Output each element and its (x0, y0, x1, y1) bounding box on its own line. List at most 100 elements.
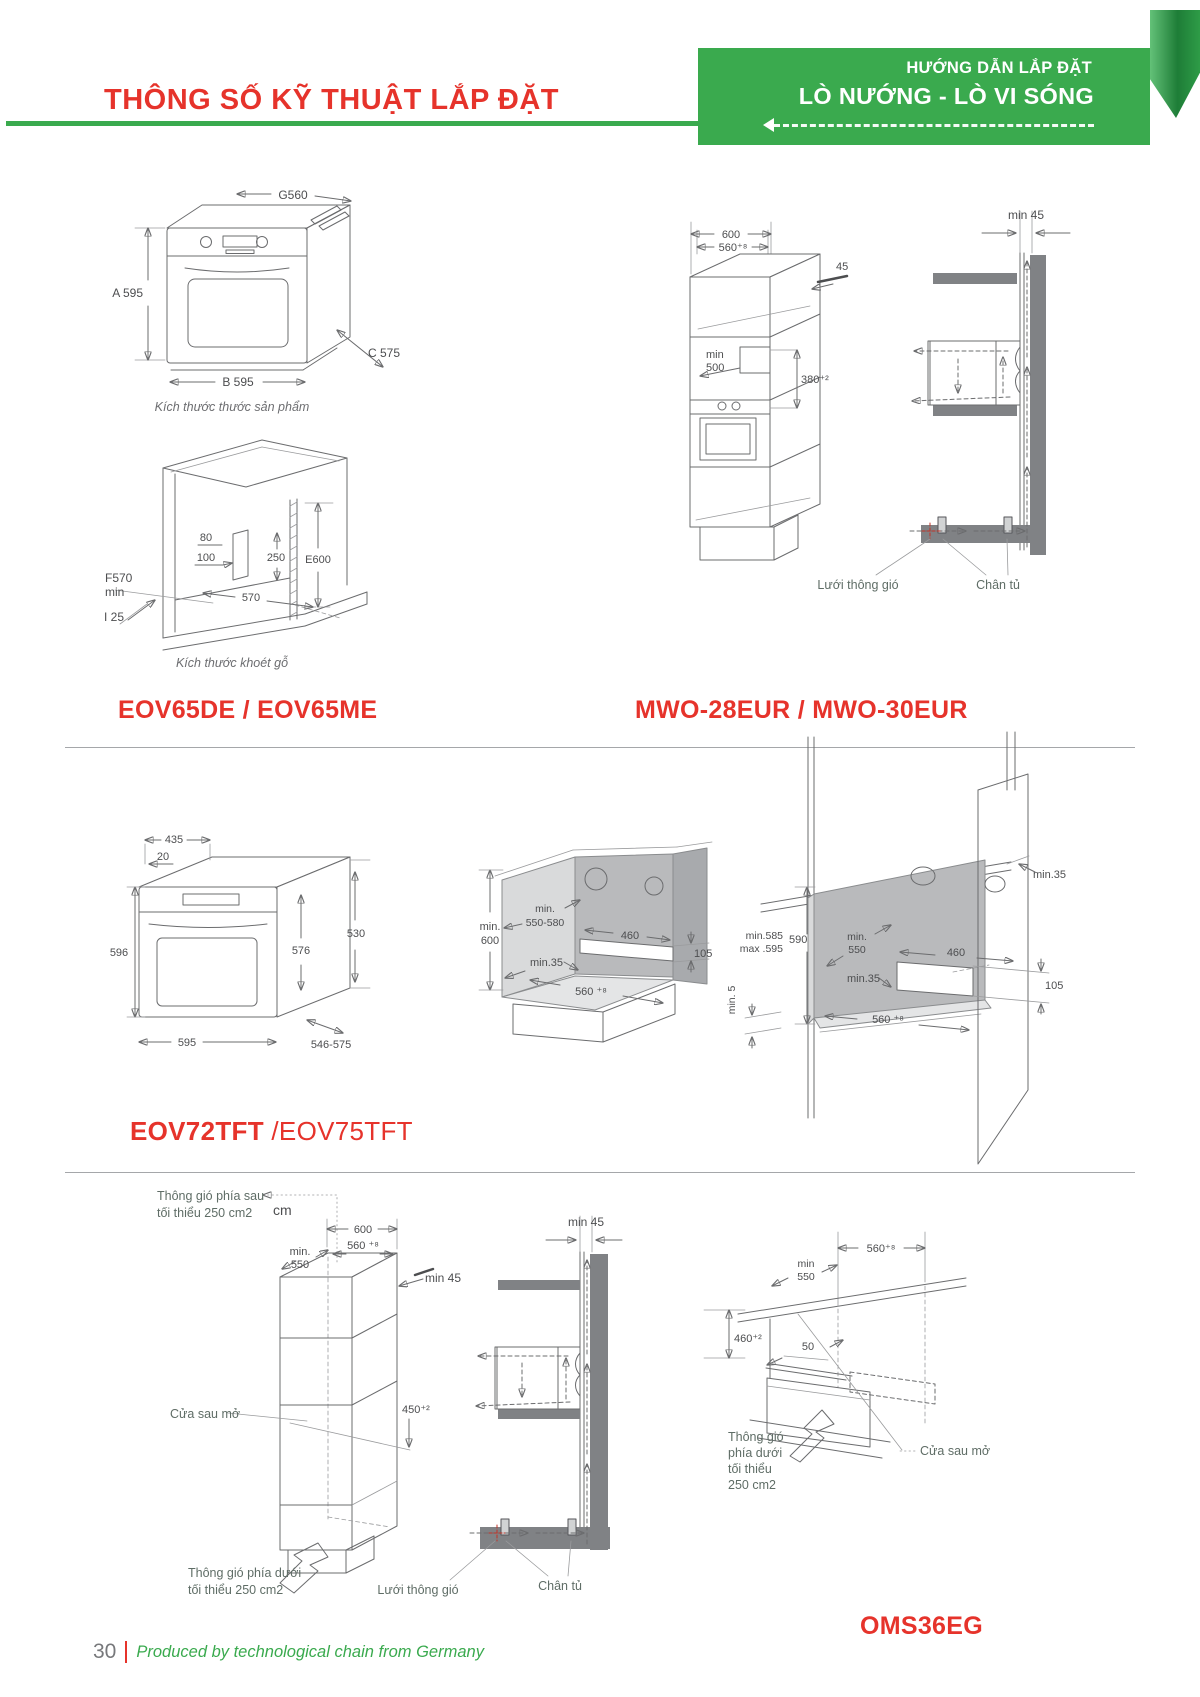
dim-min550-1: min. (290, 1246, 311, 1258)
niche1-dimensions (478, 870, 710, 1003)
dim-min500-2: 500 (706, 362, 724, 374)
label-vent-bottom-1: Thông gió phía dưới (188, 1566, 301, 1580)
badge-dashed-rule (763, 118, 1094, 132)
dim-560: 560 ⁺⁸ (347, 1240, 379, 1252)
footer-divider (125, 1641, 128, 1663)
dim-460: 460 (947, 947, 965, 959)
dim-min35: min.35 (530, 957, 563, 969)
dim-g560: G560 (278, 188, 308, 202)
section-divider-1 (65, 747, 1135, 748)
dim-600: 600 (722, 229, 740, 241)
dim-600: 600 (354, 1224, 372, 1236)
dim-e600: E600 (305, 554, 331, 566)
dim-f570-min: min (105, 585, 124, 599)
badge-category: LÒ NƯỚNG - LÒ VI SÓNG (798, 83, 1094, 109)
bottom-section-airflow (449, 1240, 623, 1581)
mwo-cabinet-diagram: 600 560⁺⁸ 45 min 500 380⁺² (689, 221, 849, 561)
dim-595: 595 (178, 1037, 196, 1049)
product-label-eov72: EOV72TFT /EOV75TFT (130, 1116, 413, 1147)
dim-546-575: 546-575 (311, 1039, 351, 1051)
dim-min35-top: min.35 (1033, 869, 1066, 881)
dim-min45: min 45 (425, 1271, 461, 1285)
header-badge: HƯỚNG DẪN LẮP ĐẶT LÒ NƯỚNG - LÒ VI SÓNG (698, 48, 1150, 145)
product-label-oms36eg: OMS36EG (860, 1612, 983, 1640)
section-divider-2 (65, 1172, 1135, 1173)
mwo-section-airflow (875, 233, 1071, 576)
page-title: THÔNG SỐ KỸ THUẬT LẮP ĐẶT (104, 84, 560, 116)
dim-b595: B 595 (222, 375, 254, 389)
dim-460: 460⁺² (734, 1333, 762, 1345)
mwo-section-walls (921, 210, 1046, 555)
label-cm: cm (273, 1202, 292, 1218)
eov72-niche1-diagram: min. 600 min. 550-580 min.35 460 105 560… (478, 841, 713, 1043)
oven-outline (166, 204, 351, 371)
dim-min45: min 45 (1008, 208, 1044, 222)
mwo-cabinet-dimensions (691, 234, 849, 408)
label-cabinet-feet: Chân tủ (976, 578, 1020, 592)
eov65-product-diagram: G560 A 595 B 595 C 575 (112, 188, 400, 389)
eov72-niche2-diagram: min.585 max .595 590 min. 550 min.35 460… (726, 731, 1066, 1165)
label-vent-3: tối thiểu (728, 1462, 772, 1476)
page-number: 30 (93, 1640, 117, 1663)
label-rear-door: Cửa sau mở (920, 1444, 990, 1458)
header-underline (6, 121, 698, 126)
label-vent-bottom-2: tối thiểu 250 cm2 (188, 1583, 283, 1597)
dim-380: 380⁺² (801, 374, 829, 386)
dim-min550-2: 550 (848, 944, 866, 956)
oms-cabinet-diagram: Thông gió phía sau tối thiểu 250 cm2 cm … (157, 1189, 461, 1597)
niche1-walls (494, 841, 713, 1043)
dim-a595: A 595 (112, 286, 143, 300)
dim-590: 590 (789, 934, 807, 946)
niche2-dimensions (744, 855, 1050, 1049)
dim-min5: min. 5 (726, 986, 738, 1015)
bottom-section-walls (480, 1215, 610, 1550)
dim-435: 435 (165, 834, 183, 846)
dim-105: 105 (1045, 980, 1063, 992)
mwo-cabinet-outline (689, 221, 821, 561)
page-curl-ribbon-icon (1150, 10, 1200, 118)
tall-cabinet-dimensions (227, 1195, 435, 1451)
label-vent-rear-1: Thông gió phía sau (157, 1189, 264, 1203)
page-footer: 30 Produced by technological chain from … (93, 1640, 484, 1664)
cutout-dimensions (114, 503, 334, 625)
dim-min600-1: min. (480, 921, 501, 933)
caption-product-size: Kích thước thước sản phẩm (154, 400, 310, 414)
bottom-section-diagram: min 45 Lưới thông gió Chân tủ (377, 1215, 623, 1597)
badge-subtitle: HƯỚNG DẪN LẮP ĐẶT (906, 59, 1092, 77)
dim-i25: I 25 (104, 610, 124, 624)
eov72-oven-dimensions (126, 840, 371, 1042)
dim-min550-1: min (798, 1258, 815, 1270)
dim-min585: min.585 (746, 930, 784, 942)
dim-min550-2: 550-580 (526, 917, 565, 929)
dim-105: 105 (694, 948, 712, 960)
dim-min550-1: min. (847, 931, 867, 943)
dim-450: 450⁺² (402, 1404, 430, 1416)
oms-dimensions (703, 1248, 925, 1452)
dim-100: 100 (197, 552, 215, 564)
oms-niche-diagram: 560⁺⁸ min 550 460⁺² 50 Thông gió phía dư… (703, 1231, 990, 1492)
product-label-mwo: MWO-28EUR / MWO-30EUR (635, 696, 968, 724)
cutout-cabinet (162, 439, 368, 651)
oms-niche-outline (737, 1231, 967, 1463)
dim-f570: F570 (105, 571, 133, 585)
label-eov72-alt: /EOV75TFT (271, 1116, 413, 1146)
dim-50: 50 (802, 1341, 814, 1353)
dim-560: 560⁺⁸ (867, 1243, 896, 1255)
dim-c575: C 575 (368, 346, 400, 360)
niche2-walls (760, 731, 1029, 1165)
mwo-section-diagram: min 45 Lưới thông gió Chân tủ (817, 208, 1071, 592)
dim-576: 576 (292, 945, 310, 957)
dim-min45: min 45 (568, 1215, 604, 1229)
eov72-oven-diagram: 435 20 596 595 576 530 546-575 (110, 834, 371, 1051)
label-rear-door: Cửa sau mở (170, 1407, 240, 1421)
caption-cutout-size: Kích thước khoét gỗ (175, 656, 289, 670)
label-vent-2: phía dưới (728, 1446, 782, 1460)
product-label-eov65: EOV65DE / EOV65ME (118, 696, 378, 724)
dim-530: 530 (347, 928, 365, 940)
dim-max595: max .595 (740, 943, 783, 955)
dim-45: 45 (836, 261, 848, 273)
dim-560: 560⁺⁸ (719, 242, 748, 254)
left-arrow-icon (756, 118, 774, 132)
label-vent-grille: Lưới thông gió (817, 578, 898, 592)
